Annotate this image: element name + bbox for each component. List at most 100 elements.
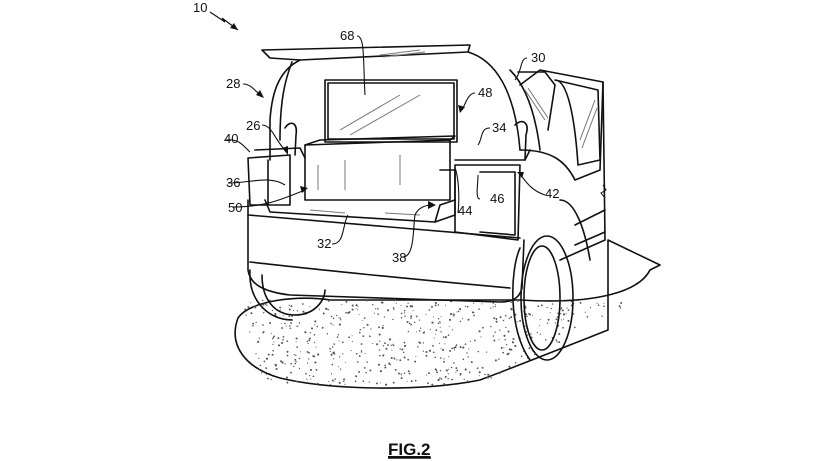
stipple-dot xyxy=(255,321,257,324)
ref-48: 48 xyxy=(478,85,492,100)
stipple-dot xyxy=(442,336,445,338)
stipple-dot xyxy=(449,313,453,316)
stipple-dot xyxy=(505,326,507,329)
stipple-dot xyxy=(435,329,438,331)
stipple-dot xyxy=(407,302,409,304)
stipple-dot xyxy=(403,372,406,374)
stipple-dot xyxy=(403,312,405,314)
stipple-dot xyxy=(272,349,275,352)
stipple-dot xyxy=(306,351,309,353)
stipple-dot xyxy=(263,360,266,363)
stipple-dot xyxy=(321,326,324,329)
stipple-dot xyxy=(364,352,366,355)
stipple-dot xyxy=(417,346,419,348)
stipple-dot xyxy=(503,334,506,337)
stipple-dot xyxy=(447,377,449,380)
stipple-dot xyxy=(263,312,265,314)
stipple-dot xyxy=(309,306,311,308)
stipple-dot xyxy=(528,313,531,316)
stipple-dot xyxy=(351,335,353,337)
stipple-dot xyxy=(345,300,348,303)
stipple-dot xyxy=(258,369,260,371)
stipple-dot xyxy=(255,353,257,355)
stipple-dot xyxy=(505,344,508,346)
stipple-dot xyxy=(459,320,462,323)
stipple-dot xyxy=(375,343,379,346)
stipple-dot xyxy=(499,316,502,319)
stipple-dot xyxy=(560,307,563,309)
stipple-dot xyxy=(351,304,354,307)
stipple-dot xyxy=(366,299,369,302)
stipple-dot xyxy=(500,346,503,349)
stipple-dot xyxy=(339,317,341,319)
stipple-dot xyxy=(498,358,500,360)
stipple-dot xyxy=(447,368,449,371)
stipple-dot xyxy=(272,337,274,340)
stipple-dot xyxy=(425,374,428,376)
stipple-dot xyxy=(508,348,511,351)
stipple-dot xyxy=(358,314,360,315)
stipple-dot xyxy=(378,349,381,351)
vehicle-side-body xyxy=(519,69,607,261)
stipple-dot xyxy=(492,335,495,337)
stipple-dot xyxy=(315,368,318,371)
stipple-dot xyxy=(441,348,445,351)
stipple-dot xyxy=(482,326,484,329)
stipple-dot xyxy=(308,374,311,377)
stipple-dot xyxy=(392,343,394,345)
stipple-dot xyxy=(302,310,305,313)
stipple-dot xyxy=(279,309,281,311)
stipple-dot xyxy=(393,299,396,302)
stipple-dot xyxy=(498,339,500,341)
stipple-dot xyxy=(265,374,267,376)
stipple-dot xyxy=(338,356,341,358)
stipple-dot xyxy=(407,330,410,333)
stipple-dot xyxy=(512,341,514,343)
stipple-dot xyxy=(328,300,330,303)
stipple-dot xyxy=(437,304,440,306)
stipple-dot xyxy=(619,307,622,309)
stipple-dot xyxy=(393,308,395,310)
stipple-dot xyxy=(358,370,361,373)
stipple-dot xyxy=(562,313,565,316)
stipple-dot xyxy=(362,380,365,383)
stipple-dot xyxy=(370,328,372,330)
stipple-dot xyxy=(570,300,573,303)
stipple-dot xyxy=(443,383,445,385)
stipple-dot xyxy=(414,379,417,382)
stipple-dot xyxy=(347,311,350,314)
stipple-dot xyxy=(252,322,255,325)
stipple-dot xyxy=(423,331,426,333)
stipple-dot xyxy=(390,344,392,346)
ref-40: 40 xyxy=(224,131,238,146)
stipple-dot xyxy=(383,354,385,356)
stipple-dot xyxy=(456,384,458,386)
stipple-dot xyxy=(453,315,455,317)
stipple-dot xyxy=(579,301,582,304)
stipple-dot xyxy=(406,321,409,323)
stipple-dot xyxy=(451,347,454,350)
stipple-dot xyxy=(275,364,277,367)
stipple-dot xyxy=(337,334,340,336)
stipple-dot xyxy=(504,314,507,317)
stipple-dot xyxy=(301,303,304,305)
stipple-dot xyxy=(455,371,457,373)
stipple-dot xyxy=(492,302,494,304)
stipple-dot xyxy=(365,371,367,374)
stipple-dot xyxy=(507,330,510,333)
stipple-dot xyxy=(375,382,378,385)
stipple-dot xyxy=(336,336,339,338)
stipple-dot xyxy=(331,379,334,382)
stipple-dot xyxy=(412,310,414,312)
stipple-dot xyxy=(415,355,417,357)
stipple-dot xyxy=(272,343,274,346)
stipple-dot xyxy=(383,316,386,318)
stipple-dot xyxy=(313,341,316,344)
stipple-dot xyxy=(312,375,315,378)
stipple-dot xyxy=(400,377,403,380)
stipple-dot xyxy=(620,302,623,304)
stipple-dot xyxy=(416,331,418,333)
stipple-dot xyxy=(462,346,465,349)
stipple-dot xyxy=(403,356,406,359)
stipple-dot xyxy=(478,375,480,377)
